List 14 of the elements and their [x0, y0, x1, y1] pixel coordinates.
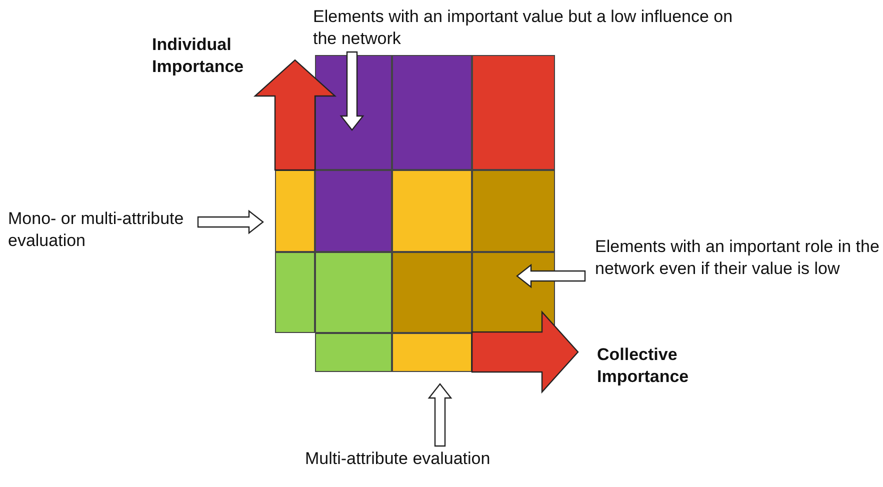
arrow — [197, 210, 264, 234]
axis-label: Collective Importance — [597, 344, 727, 388]
block-arrow — [253, 59, 337, 171]
callout-text: Elements with an important role in the network even if their value is low — [595, 236, 880, 280]
callout-text: Elements with an important value but a low influence on the network — [313, 6, 743, 50]
callout-text: Multi-attribute evaluation — [305, 448, 605, 470]
axis-label: Individual Importance — [152, 34, 272, 78]
matrix-cell — [275, 170, 315, 252]
callout-text: Mono- or multi-attribute evaluation — [8, 208, 198, 252]
arrow — [340, 51, 364, 131]
arrow — [428, 383, 452, 447]
block-arrow — [471, 310, 579, 394]
arrow — [516, 264, 586, 288]
matrix-cell — [392, 333, 472, 372]
